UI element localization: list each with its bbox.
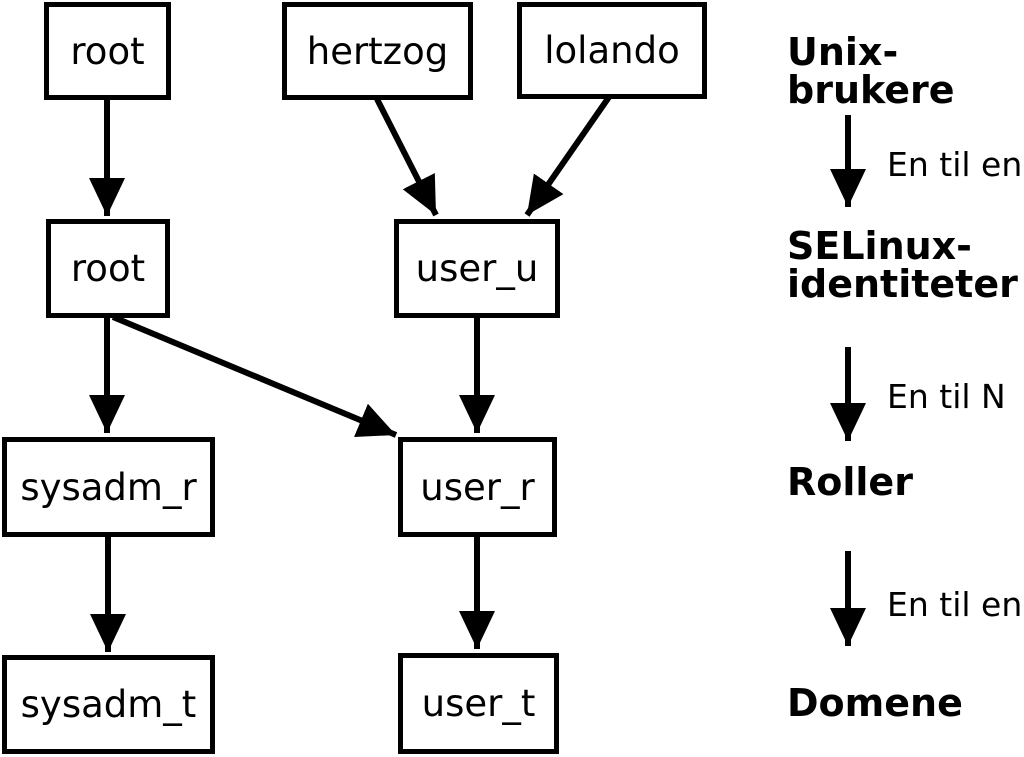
arrow-selinuxroot-to-userr bbox=[111, 314, 398, 438]
node-unix-lolando: lolando bbox=[517, 2, 707, 99]
arrow-lolando-to-useru bbox=[524, 95, 612, 217]
legend-unix-users: Unix-brukere bbox=[787, 30, 955, 112]
legend-domains: Domene bbox=[787, 681, 963, 725]
arrow-hertzog-to-useru bbox=[374, 97, 439, 217]
node-selinux-user-u: user_u bbox=[394, 219, 560, 318]
legend-one-to-one-2: En til en bbox=[887, 585, 1023, 624]
node-domain-user-t: user_t bbox=[398, 653, 559, 754]
legend-roles: Roller bbox=[787, 460, 913, 504]
node-role-sysadm-r: sysadm_r bbox=[2, 437, 215, 537]
node-selinux-root: root bbox=[46, 219, 170, 318]
node-role-user-r: user_r bbox=[398, 437, 557, 537]
legend-one-to-n: En til N bbox=[887, 377, 1006, 416]
node-unix-hertzog: hertzog bbox=[282, 2, 473, 100]
node-domain-sysadm-t: sysadm_t bbox=[2, 655, 215, 754]
legend-selinux-identities: SELinux- identiteter bbox=[787, 224, 1018, 306]
legend-one-to-one-1: En til en bbox=[887, 145, 1023, 184]
node-unix-root: root bbox=[44, 2, 171, 100]
